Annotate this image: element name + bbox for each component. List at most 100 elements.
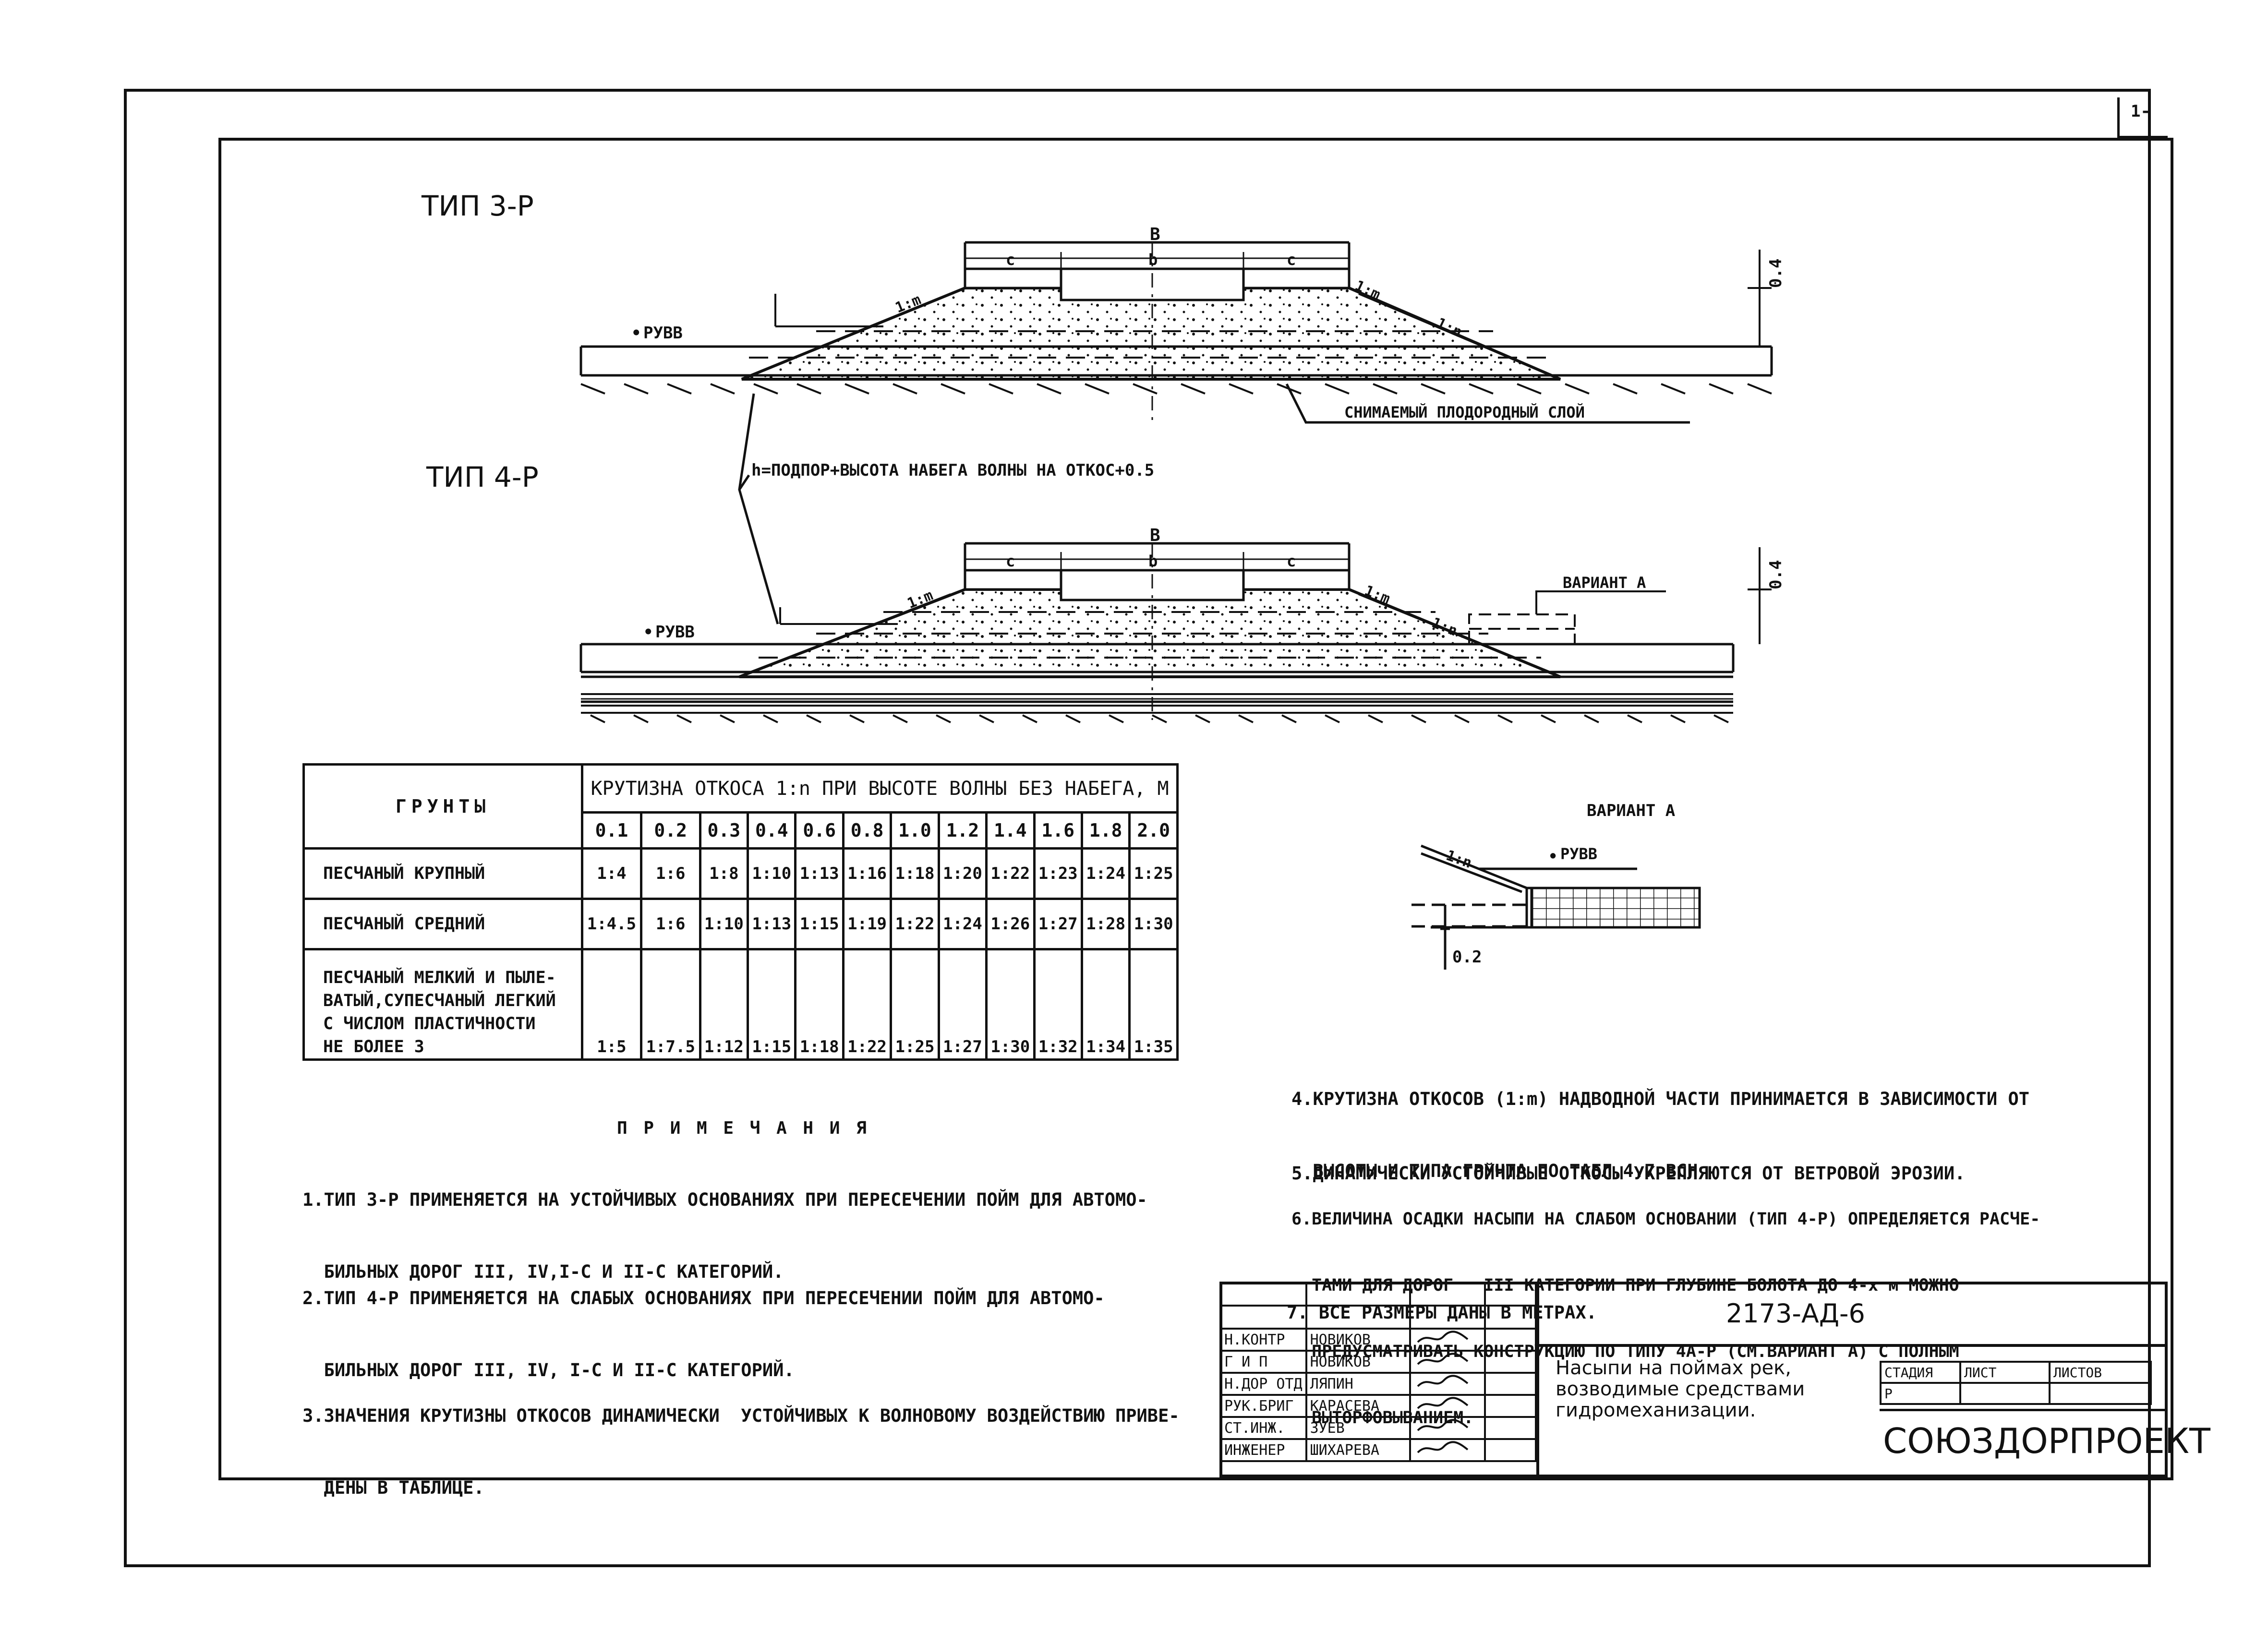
slope-value-cell: 1:15	[747, 948, 797, 1061]
variant-a-water: РУВВ	[1560, 845, 1597, 863]
soil-name-line: ВАТЫЙ,СУПЕСЧАНЫЙ ЛЕГКИЙ	[323, 991, 556, 1010]
wave-height-cell: 1.6	[1033, 811, 1083, 850]
stamp-role: Н.ДОР ОТД	[1219, 1372, 1307, 1396]
type3-title: ТИП 3-Р	[422, 190, 534, 222]
slope-value-cell: 1:22	[890, 898, 940, 950]
variant-a-water-marker: •	[1548, 847, 1557, 865]
note-6-line-1: 6.ВЕЛИЧИНА ОСАДКИ НАСЫПИ НА СЛАБОМ ОСНОВ…	[1291, 1210, 2040, 1229]
type3-B-label: B	[1150, 225, 1160, 244]
slope-value-cell: 1:34	[1080, 948, 1131, 1061]
wave-height-cell: 2.0	[1128, 811, 1179, 850]
note-3: 3.ЗНАЧЕНИЯ КРУТИЗНЫ ОТКОСОВ ДИНАМИЧЕСКИ …	[302, 1356, 1180, 1524]
note-4: 4.КРУТИЗНА ОТКОСОВ (1:m) НАДВОДНОЙ ЧАСТИ…	[1291, 1039, 2029, 1207]
slope-value-cell: 1:4	[581, 847, 642, 900]
note-2: 2.ТИП 4-Р ПРИМЕНЯЕТСЯ НА СЛАБЫХ ОСНОВАНИ…	[302, 1238, 1105, 1406]
signature-mark	[1409, 1416, 1486, 1440]
stamp-date	[1484, 1416, 1537, 1440]
code-divider	[1536, 1344, 2168, 1347]
soil-header: ГРУНТЫ	[302, 763, 583, 850]
slope-value-cell: 1:26	[985, 898, 1036, 950]
type4-c-right: c	[1287, 552, 1296, 570]
stamp-name: ЗУЕВ	[1305, 1416, 1411, 1440]
stamp-role: СТ.ИНЖ.	[1219, 1416, 1307, 1440]
sheet-title-line-3: гидромеханизации.	[1556, 1399, 1756, 1421]
stamp-date	[1484, 1394, 1537, 1418]
h-formula: h=ПОДПОР+ВЫСОТА НАБЕГА ВОЛНЫ НА ОТКОС+0.…	[751, 461, 1155, 480]
note-2-line-1: 2.ТИП 4-Р ПРИМЕНЯЕТСЯ НА СЛАБЫХ ОСНОВАНИ…	[302, 1288, 1105, 1308]
wave-height-cell: 1.0	[890, 811, 940, 850]
drawing-code: 2173-АД-6	[1726, 1298, 1865, 1329]
slope-value-cell: 1:25	[890, 948, 940, 1061]
soil-name-line: ПЕСЧАНЫЙ МЕЛКИЙ И ПЫЛЕ-	[323, 968, 556, 987]
wave-height-cell: 1.4	[985, 811, 1036, 850]
slope-value-cell: 1:27	[937, 948, 988, 1061]
stamp-divider	[1536, 1282, 1539, 1477]
note-1-line-1: 1.ТИП 3-Р ПРИМЕНЯЕТСЯ НА УСТОЙЧИВЫХ ОСНО…	[302, 1189, 1147, 1210]
sheet-title: Насыпи на поймах рек, возводимые средств…	[1556, 1357, 1805, 1421]
org-divider	[1880, 1409, 2168, 1411]
type3-water-marker: •	[631, 324, 641, 343]
outer-frame	[124, 89, 2151, 1567]
soil-name-line: С ЧИСЛОМ ПЛАСТИЧНОСТИ	[323, 1014, 536, 1033]
note-1-line-2: БИЛЬНЫХ ДОРОГ III, IV,I-С И II-С КАТЕГОР…	[302, 1261, 784, 1282]
organization: СОЮЗДОРПРОЕКТ	[1883, 1421, 2210, 1461]
stage-value: Р	[1880, 1382, 1961, 1405]
slope-value-cell: 1:16	[842, 847, 893, 900]
slope-value-cell: 1:13	[794, 847, 844, 900]
corner-box	[2117, 97, 2168, 138]
stamp-role: ИНЖЕНЕР	[1219, 1438, 1307, 1462]
stamp-date	[1484, 1350, 1537, 1374]
soil-name-line: НЕ БОЛЕЕ 3	[323, 1037, 424, 1056]
wave-height-cell: 0.1	[581, 811, 642, 850]
variant-a-dim: 0.2	[1452, 948, 1482, 967]
stamp-role: Г И П	[1219, 1350, 1307, 1374]
slope-value-cell: 1:23	[1033, 847, 1083, 900]
slope-value-cell: 1:22	[985, 847, 1036, 900]
slope-value-cell: 1:24	[1080, 847, 1131, 900]
stamp-name: КАРАСЕВА	[1305, 1394, 1411, 1418]
slope-value-cell: 1:18	[794, 948, 844, 1061]
slope-value-cell: 1:15	[794, 898, 844, 950]
stamp-role: Н.КОНТР	[1219, 1328, 1307, 1352]
note-5: 5.ДИНАМИЧЕСКИ УСТОЙЧИВЫЕ ОТКОСЫ УКРЕПЛЯЮ…	[1291, 1114, 1965, 1210]
type4-water-label: РУВВ	[655, 623, 695, 642]
type4-height: 0.4	[1766, 560, 1785, 589]
type4-variant-label: ВАРИАНТ А	[1563, 574, 1646, 592]
stage-table: СТАДИЯ ЛИСТ ЛИСТОВ Р	[1880, 1361, 2152, 1405]
slope-value-cell: 1:6	[639, 898, 701, 950]
soil-name-cell: ПЕСЧАНЫЙ КРУПНЫЙ	[302, 847, 583, 900]
type4-c-left: c	[1006, 552, 1015, 570]
note-2-line-2: БИЛЬНЫХ ДОРОГ III, IV, I-С И II-С КАТЕГО…	[302, 1360, 795, 1380]
soil-name-cell: ПЕСЧАНЫЙ СРЕДНИЙ	[302, 898, 583, 950]
note-1: 1.ТИП 3-Р ПРИМЕНЯЕТСЯ НА УСТОЙЧИВЫХ ОСНО…	[302, 1140, 1147, 1308]
type3-c-left: c	[1006, 251, 1015, 269]
slope-value-cell: 1:32	[1033, 948, 1083, 1061]
table-row: ПЕСЧАНЫЙ МЕЛКИЙ И ПЫЛЕ- ВАТЫЙ,СУПЕСЧАНЫЙ …	[302, 948, 1179, 1061]
sheet-label: ЛИСТ	[1959, 1361, 2051, 1384]
wave-height-cell: 0.4	[747, 811, 797, 850]
main-header: КРУТИЗНА ОТКОСА 1:n ПРИ ВЫСОТЕ ВОЛНЫ БЕЗ…	[581, 763, 1179, 814]
soil-name-cell: ПЕСЧАНЫЙ МЕЛКИЙ И ПЫЛЕ- ВАТЫЙ,СУПЕСЧАНЫЙ …	[302, 948, 583, 1061]
slope-value-cell: 1:13	[747, 898, 797, 950]
slope-value-cell: 1:18	[890, 847, 940, 900]
note-5-line-1: 5.ДИНАМИЧЕСКИ УСТОЙЧИВЫЕ ОТКОСЫ УКРЕПЛЯЮ…	[1291, 1163, 1966, 1184]
signature-mark	[1409, 1328, 1486, 1352]
slope-value-cell: 1:25	[1128, 847, 1179, 900]
slope-value-cell: 1:30	[985, 948, 1036, 1061]
slope-value-cell: 1:12	[699, 948, 749, 1061]
stamp-name: ЛЯПИН	[1305, 1372, 1411, 1396]
slope-value-cell: 1:27	[1033, 898, 1083, 950]
slope-value-cell: 1:20	[937, 847, 988, 900]
signature-mark	[1409, 1394, 1486, 1418]
variant-a-slope: 1:n	[1444, 847, 1474, 872]
slope-value-cell: 1:19	[842, 898, 893, 950]
notes-heading: П Р И М Е Ч А Н И Я	[617, 1118, 869, 1138]
slope-value-cell: 1:6	[639, 847, 701, 900]
